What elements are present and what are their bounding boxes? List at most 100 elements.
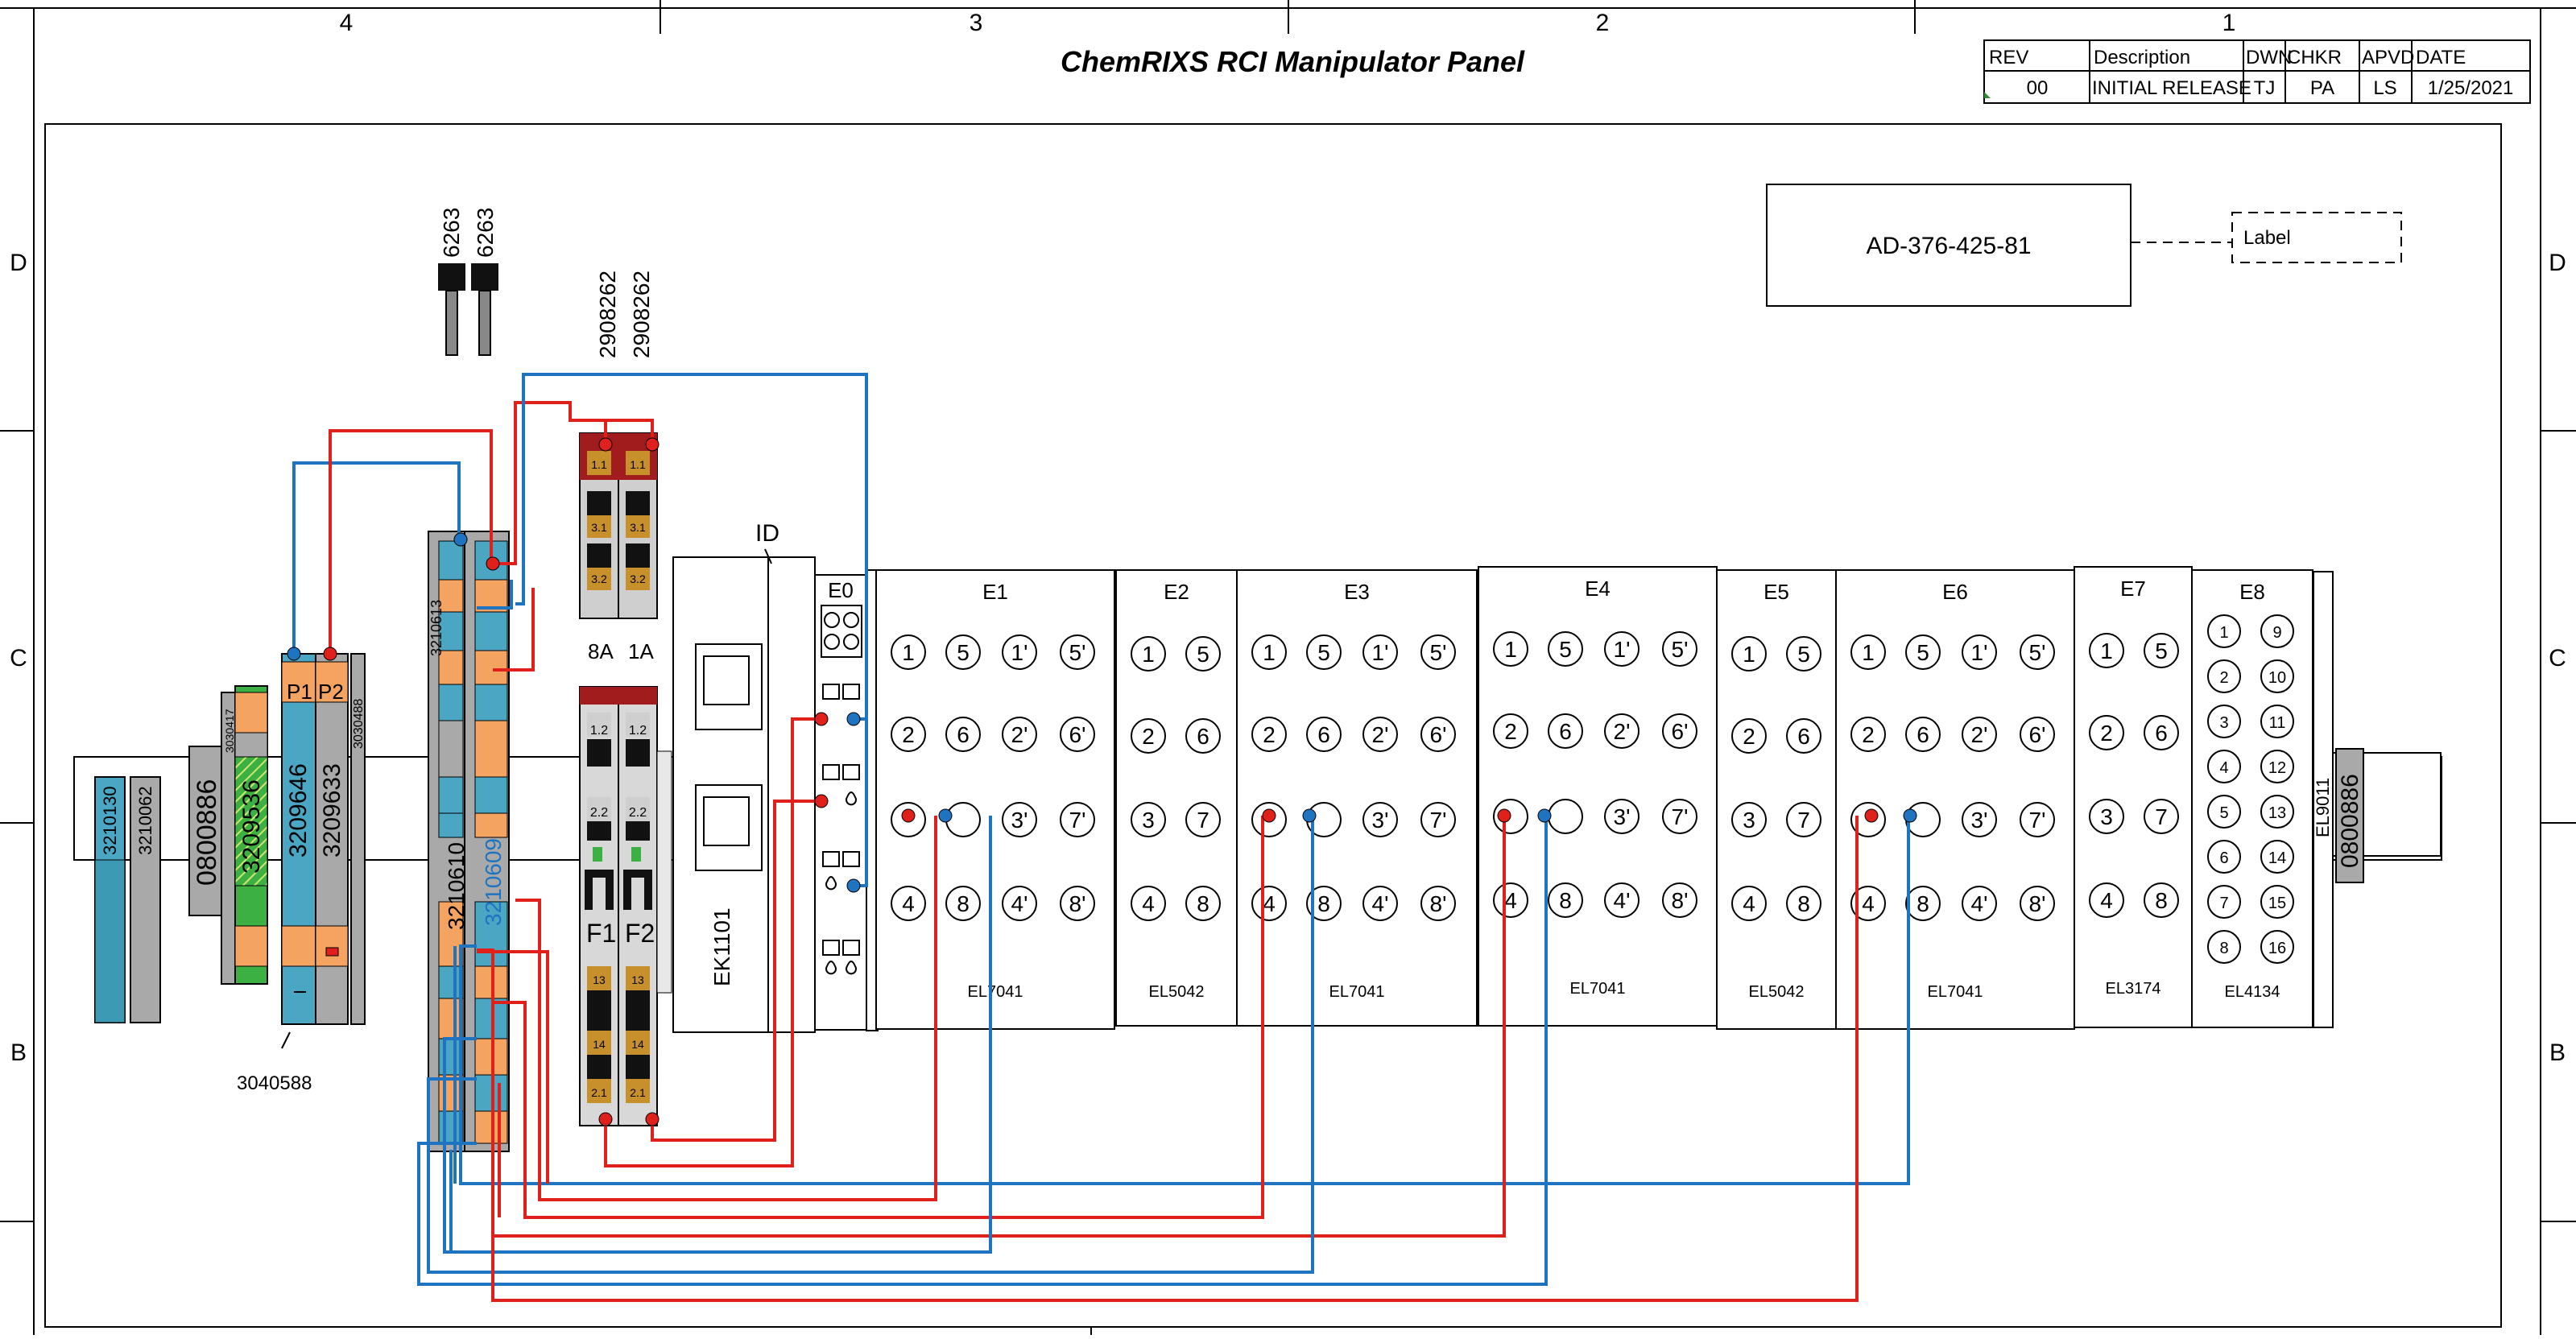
module-name: E5 <box>1764 580 1789 604</box>
wire-red <box>493 588 535 672</box>
terminal-circle <box>1306 634 1342 670</box>
terminal-label: 7 <box>2219 895 2228 912</box>
terminal-circle <box>1662 631 1697 667</box>
wire-dot-blue <box>1903 808 1917 823</box>
terminal-label: 8' <box>1672 888 1689 913</box>
jumpers: 6263 6263 <box>438 208 498 356</box>
terminal-circle <box>1185 636 1221 672</box>
dist-segment-b <box>474 650 508 685</box>
terminal-circle <box>1362 886 1398 921</box>
distribution-block: 3210613 3210610 3210609 <box>428 531 510 1152</box>
terminal-label: 1 <box>1142 642 1155 667</box>
rev-value-description: INITIAL RELEASE <box>2092 77 2251 99</box>
terminal-label: 2' <box>1372 722 1389 747</box>
terminal-label: 6' <box>2029 722 2046 747</box>
terminal-circle <box>1251 717 1287 752</box>
terminal-label: 7 <box>1797 808 1810 833</box>
terminal-label: 6 <box>1559 719 1572 744</box>
dist-segment-a <box>438 720 464 778</box>
terminal-label: 4' <box>1011 891 1028 916</box>
terminal-circle <box>1306 717 1342 752</box>
terminal-circle <box>1306 886 1342 921</box>
terminal-circle <box>891 634 926 670</box>
terminal-circle <box>2089 633 2124 668</box>
terminal-circle <box>1185 886 1221 921</box>
wire-dot-red <box>1864 808 1879 823</box>
wire-red <box>651 800 821 1142</box>
terminal-circle <box>891 886 926 921</box>
wire-dot-blue <box>1302 808 1317 823</box>
terminal-label: 1 <box>1504 637 1517 662</box>
zone-row-d-right: D <box>2549 250 2566 276</box>
terminal-label: 4 <box>1743 891 1755 916</box>
zone-col-3: 3 <box>970 10 983 36</box>
dist-segment-b <box>474 776 508 814</box>
terminal-label: 3 <box>1743 808 1755 833</box>
module-part: EL7041 <box>1928 983 1983 1001</box>
drawing-title: ChemRIXS RCI Manipulator Panel <box>1061 45 1525 78</box>
module-name: E7 <box>2120 577 2146 601</box>
terminal-circle <box>2260 659 2294 693</box>
zone-col-2: 2 <box>1596 10 1610 36</box>
terminal-circle <box>2207 614 2241 648</box>
terminal-circle <box>2207 885 2241 919</box>
terminal-label: 5 <box>1797 642 1810 667</box>
terminal-label: 7' <box>1069 808 1086 833</box>
zone-row-b-right: B <box>2549 1039 2566 1066</box>
terminal-circle <box>1420 717 1456 752</box>
rev-header-dwn: DWN <box>2246 47 2292 68</box>
wire-red <box>515 816 937 1201</box>
fuse-contact-2-1a: 2.1 <box>591 1086 607 1099</box>
label-box: AD-376-425-81 Label <box>1766 184 2402 307</box>
wire-blue <box>477 580 513 610</box>
wire-blue <box>417 816 1548 1286</box>
terminal-circle <box>2207 659 2241 693</box>
terminal-label: 14 <box>2268 849 2286 867</box>
fuse-contact-1-2a: 1.2 <box>590 724 608 738</box>
terminal-label: 8 <box>1197 891 1209 916</box>
terminal-circle <box>2089 882 2124 918</box>
callout-3040588: 3040588 <box>237 1072 312 1094</box>
terminal-circle <box>1185 802 1221 837</box>
terminal-label: 6' <box>1430 722 1447 747</box>
terminal-circle <box>1962 886 1997 921</box>
terminal-label: 8 <box>2219 940 2228 957</box>
module-part: EL7041 <box>968 983 1023 1001</box>
terminal-label: 8 <box>2155 888 2168 913</box>
terminal-label: 13 <box>2268 804 2286 822</box>
terminal-label: 7 <box>2155 804 2168 829</box>
dist-segment-a <box>438 684 464 721</box>
fuse-contact-2-2b: 2.2 <box>629 806 647 820</box>
revision-table: REV Description DWN CHKR APVD DATE 00 IN… <box>1983 39 2531 104</box>
terminal-circle <box>1786 718 1821 754</box>
terminal-circle <box>2020 717 2055 752</box>
terminal-circle <box>1962 717 1997 752</box>
terminal-label: 6 <box>957 722 970 747</box>
terminal-label: 2' <box>1971 722 1988 747</box>
terminal-circle <box>2020 886 2055 921</box>
terminal-circle <box>1604 882 1639 918</box>
label-3209633: 3209633 <box>319 763 345 858</box>
fuse-contact-2-2a: 2.2 <box>590 806 608 820</box>
terminal-circle <box>1131 636 1166 672</box>
fuse-rating-2: 1A <box>628 639 654 663</box>
dist-segment-a <box>438 540 464 581</box>
terminal-label: 3 <box>2100 804 2113 829</box>
terminal-circle <box>1251 634 1287 670</box>
terminal-circle <box>1420 634 1456 670</box>
terminal-label: 2 <box>1142 724 1155 749</box>
label-3209646: 3209646 <box>285 763 312 858</box>
terminal-label: 5 <box>2219 804 2228 822</box>
terminal-label: 5' <box>1672 637 1689 662</box>
terminal-label: 1 <box>2100 639 2113 663</box>
fuse-contact-13a: 13 <box>593 973 606 986</box>
terminal-circle <box>1786 802 1821 837</box>
terminal-circle <box>2207 750 2241 783</box>
terminal-circle <box>2144 799 2179 834</box>
terminal-circle <box>2207 795 2241 829</box>
